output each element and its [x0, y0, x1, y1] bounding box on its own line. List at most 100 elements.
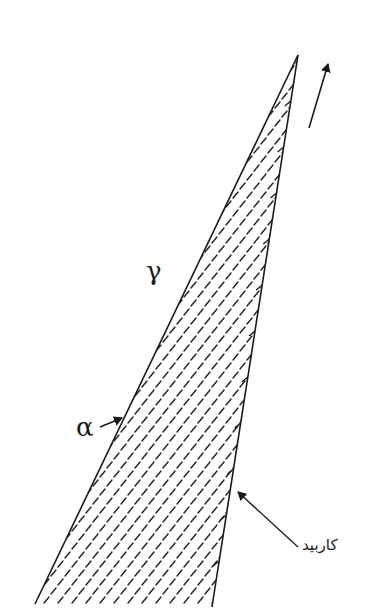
hatch-dash [261, 390, 266, 396]
hatch-dash [289, 210, 294, 216]
hatch-dash [142, 57, 147, 63]
hatch-dash [233, 138, 238, 144]
interface-tick [271, 193, 277, 198]
hatch-dash [240, 147, 245, 153]
hatch-dash [93, 336, 98, 342]
hatch-dash [114, 579, 119, 585]
hatch-dash [93, 192, 98, 198]
hatch-dash [128, 147, 133, 153]
hatch-dash [65, 318, 70, 324]
hatch-dash [121, 390, 126, 396]
hatch-dash [191, 570, 196, 576]
hatch-dash [184, 345, 189, 351]
hatch-dash [240, 525, 245, 531]
interface-tick [278, 147, 284, 152]
hatch-dash [212, 543, 217, 549]
hatch-dash [142, 237, 147, 243]
hatch-dash [282, 417, 287, 423]
hatch-dash [275, 408, 280, 414]
hatch-dash [93, 462, 98, 468]
hatch-dash [142, 75, 147, 81]
hatch-dash [135, 588, 140, 594]
hatch-dash [219, 354, 224, 360]
hatch-dash [79, 372, 84, 378]
hatch-dash [135, 336, 140, 342]
hatch-dash [177, 480, 182, 486]
hatch-dash [226, 399, 231, 405]
hatch-dash [177, 588, 182, 594]
hatch-dash [58, 507, 63, 513]
hatch-dash [268, 597, 273, 603]
hatch-dash [142, 471, 147, 477]
hatch-dash [128, 57, 133, 63]
hatch-dash [247, 336, 252, 342]
hatch-dash [107, 318, 112, 324]
hatch-dash [282, 291, 287, 297]
hatch-dash [268, 273, 273, 279]
hatch-dash [58, 57, 63, 63]
hatch-dash [65, 588, 70, 594]
hatch-dash [135, 516, 140, 522]
hatch-dash [142, 435, 147, 441]
interface-tick [256, 285, 262, 290]
hatch-dash [107, 264, 112, 270]
hatch-dash [107, 534, 112, 540]
hatch-dash [254, 345, 259, 351]
hatch-dash [296, 129, 301, 135]
hatch-dash [128, 75, 133, 81]
hatch-dash [156, 111, 161, 117]
hatch-dash [100, 327, 105, 333]
hatch-dash [156, 579, 161, 585]
hatch-dash [198, 111, 203, 117]
hatch-dash [170, 381, 175, 387]
hatch-dash [156, 129, 161, 135]
hatch-dash [247, 390, 252, 396]
hatch-dash [170, 255, 175, 261]
hatch-dash [296, 111, 301, 117]
hatch-dash [121, 228, 126, 234]
hatch-dash [58, 597, 63, 603]
hatch-dash [114, 507, 119, 513]
hatch-dash [233, 354, 238, 360]
hatch-dash [121, 264, 126, 270]
hatch-dash [247, 210, 252, 216]
hatch-dash [261, 210, 266, 216]
hatch-dash [37, 408, 42, 414]
hatch-dash [107, 228, 112, 234]
hatch-dash [121, 408, 126, 414]
hatch-dash [163, 444, 168, 450]
hatch-dash [58, 183, 63, 189]
hatch-dash [275, 354, 280, 360]
hatch-dash [247, 444, 252, 450]
hatch-dash [198, 435, 203, 441]
hatch-dash [163, 570, 168, 576]
hatch-dash [44, 543, 49, 549]
hatch-dash [198, 525, 203, 531]
hatch-dash [72, 129, 77, 135]
hatch-dash [226, 111, 231, 117]
hatch-dash [93, 588, 98, 594]
hatch-dash [142, 417, 147, 423]
hatch-dash [219, 444, 224, 450]
hatch-dash [226, 435, 231, 441]
hatch-dash [268, 345, 273, 351]
hatch-dash [51, 264, 56, 270]
hatch-dash [30, 489, 35, 495]
hatch-dash [100, 201, 105, 207]
hatch-dash [93, 372, 98, 378]
hatch-dash [51, 462, 56, 468]
hatch-dash [37, 228, 42, 234]
hatch-dash [58, 561, 63, 567]
hatch-dash [191, 318, 196, 324]
hatch-dash [282, 435, 287, 441]
hatch-dash [51, 318, 56, 324]
hatch-dash [212, 417, 217, 423]
hatch-dash [240, 201, 245, 207]
hatch-dash [282, 471, 287, 477]
hatch-dash [58, 399, 63, 405]
hatch-dash [240, 57, 245, 63]
hatch-dash [177, 372, 182, 378]
hatch-dash [261, 426, 266, 432]
hatch-dash [205, 498, 210, 504]
hatch-dash [72, 57, 77, 63]
